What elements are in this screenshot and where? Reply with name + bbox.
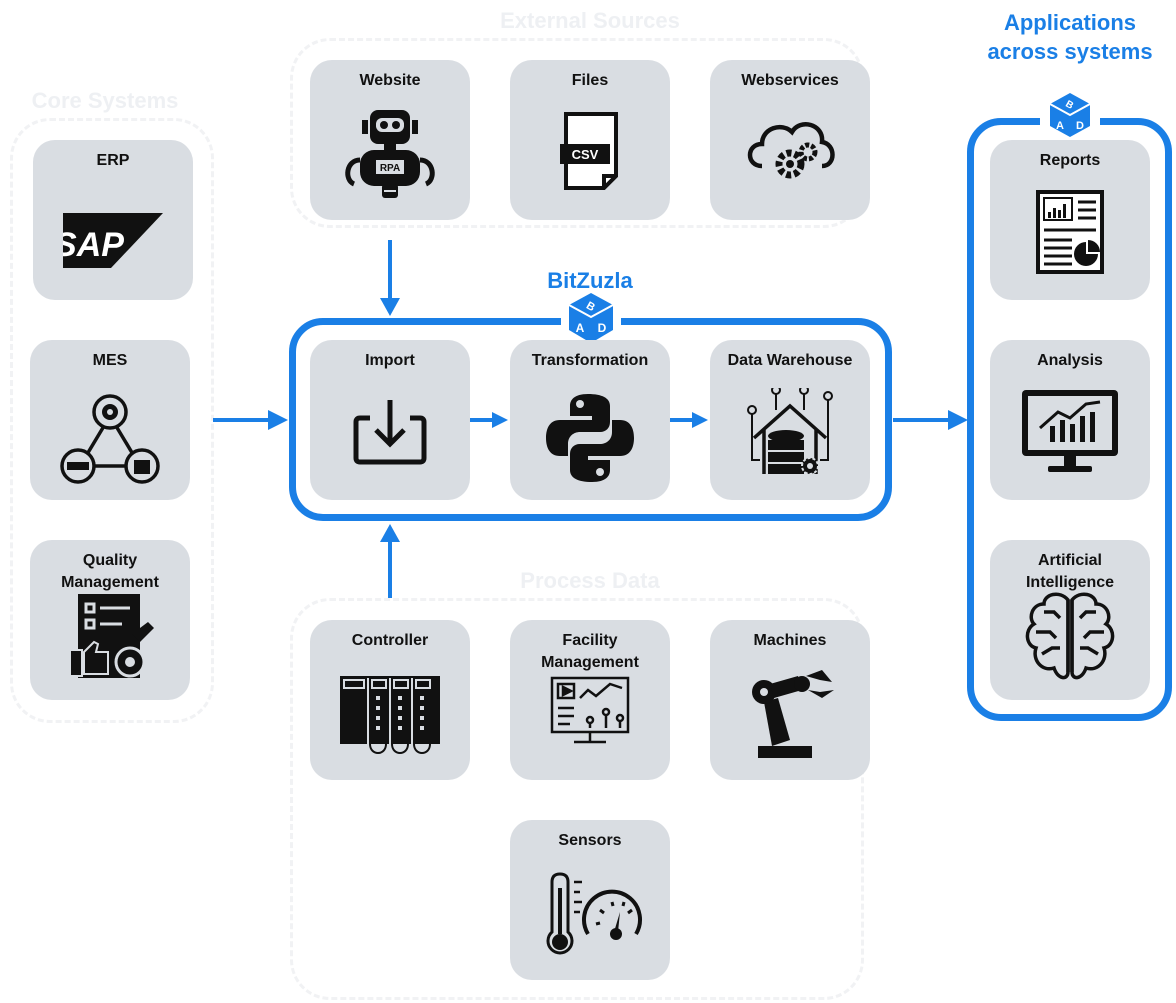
cube-letter-d: D <box>598 321 607 335</box>
sap-logo-text: SAP <box>63 226 124 264</box>
card-label: Machines <box>753 632 827 649</box>
card-facility-management: Facility Management <box>510 620 670 780</box>
card-machines: Machines <box>710 620 870 780</box>
card-label: Quality Management <box>61 552 159 591</box>
card-label: Import <box>365 352 415 369</box>
card-files: Files CSV <box>510 60 670 220</box>
card-artificial-intelligence: Artificial Intelligence <box>990 540 1150 700</box>
card-label: Transformation <box>531 352 649 369</box>
card-label: Facility Management <box>541 632 639 671</box>
card-label: Analysis <box>1037 352 1103 369</box>
card-import: Import <box>310 340 470 500</box>
csv-text: CSV <box>572 147 599 162</box>
card-label: Artificial Intelligence <box>1025 552 1115 591</box>
card-data-warehouse: Data Warehouse <box>710 340 870 500</box>
card-webservices: Webservices <box>710 60 870 220</box>
card-label: Website <box>359 72 421 89</box>
card-label: Files <box>571 72 609 89</box>
data-warehouse-icon <box>747 388 833 475</box>
card-erp: ERP SAP <box>33 140 193 300</box>
card-quality-management: Quality Management <box>30 540 190 700</box>
facility-dashboard-icon <box>550 676 630 744</box>
applications-title: Applications across systems <box>987 10 1153 64</box>
external-sources-title: External Sources <box>500 8 680 33</box>
rpa-robot-icon: RPA <box>345 110 435 198</box>
mes-network-icon <box>60 394 160 484</box>
card-sensors: Sensors <box>510 820 670 980</box>
card-label: Sensors <box>558 832 622 849</box>
python-logo-icon <box>546 394 634 482</box>
cube-letter-a: A <box>576 321 585 335</box>
csv-file-icon: CSV <box>560 112 618 190</box>
card-label: MES <box>92 352 128 369</box>
sap-logo-icon: SAP <box>63 213 163 268</box>
bitzuzla-cube-badge: B A D <box>561 288 621 348</box>
cube-letter-a: A <box>1056 120 1064 132</box>
cube-letter-b: B <box>1063 99 1075 112</box>
cube-letter-d: D <box>1076 120 1084 132</box>
card-website: Website RPA <box>310 60 470 220</box>
card-label: Webservices <box>741 72 839 89</box>
card-mes: MES <box>30 340 190 500</box>
robot-arm-icon <box>752 670 834 758</box>
thermometer-gauge-icon <box>546 872 642 955</box>
core-systems-frame <box>10 118 214 723</box>
card-transformation: Transformation <box>510 340 670 500</box>
plc-controller-icon <box>340 676 440 754</box>
card-reports: Reports <box>990 140 1150 300</box>
core-systems-title: Core Systems <box>31 88 179 113</box>
report-document-icon <box>1036 190 1104 274</box>
analysis-monitor-icon <box>1022 390 1118 472</box>
card-controller: Controller <box>310 620 470 780</box>
card-label: Controller <box>351 632 429 649</box>
card-label: Data Warehouse <box>727 352 853 369</box>
import-download-icon <box>353 400 427 465</box>
process-data-title: Process Data <box>520 568 660 593</box>
rpa-text: RPA <box>380 163 400 174</box>
card-label: ERP <box>96 152 130 169</box>
card-label: Reports <box>1039 152 1101 169</box>
card-analysis: Analysis <box>990 340 1150 500</box>
brain-circuit-icon <box>1025 592 1115 680</box>
cloud-gears-icon <box>747 122 835 179</box>
process-data-frame <box>290 598 864 1000</box>
quality-checklist-icon <box>69 594 154 678</box>
applications-cube-badge: B A D <box>1040 90 1100 140</box>
